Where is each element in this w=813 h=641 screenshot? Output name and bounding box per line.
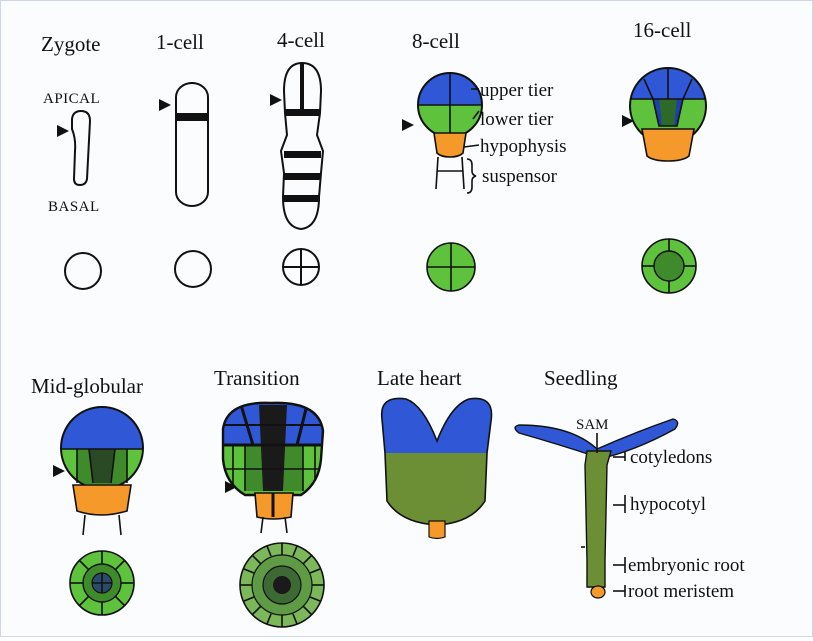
stage-label-16-cell: 16-cell: [633, 18, 691, 42]
four-cell-embryo: [281, 63, 323, 229]
label-cotyledons: cotyledons: [630, 447, 712, 468]
stage-label-zygote: Zygote: [41, 32, 100, 56]
stage-label-4-cell: 4-cell: [277, 28, 325, 52]
basal-label: BASAL: [48, 199, 100, 215]
label-sam: SAM: [576, 417, 609, 433]
stage-label-transition: Transition: [214, 366, 300, 390]
mid-globular-cross-section: [70, 551, 134, 615]
division-plane-arrow-1-cell: [159, 99, 171, 111]
zygote-cell: [72, 111, 90, 185]
division-plane-arrow-zygote: [57, 125, 69, 137]
stage-label-seedling: Seedling: [544, 366, 618, 390]
four-cell-cross-section: [283, 249, 319, 285]
hypophysis-leader: [464, 145, 479, 147]
mid-globular-embryo: [59, 405, 145, 535]
division-plane-arrow-8-cell: [402, 119, 414, 131]
label-embryonic-root: embryonic root: [628, 555, 745, 576]
label-hypophysis: hypophysis: [480, 136, 567, 157]
label-hypocotyl: hypocotyl: [630, 494, 706, 515]
stage-label-8-cell: 8-cell: [412, 29, 460, 53]
label-root-meristem: root meristem: [628, 581, 734, 602]
division-plane-arrow-4-cell: [270, 94, 282, 106]
stage-label-mid-globular: Mid-globular: [31, 374, 143, 398]
label-upper-tier: upper tier: [480, 80, 554, 101]
eight-cell-cross-section: [427, 243, 475, 291]
transition-embryo: [221, 399, 327, 533]
apical-label: APICAL: [43, 91, 100, 107]
division-plane-arrow-mid-globular: [53, 465, 65, 477]
sixteen-cell-embryo: [628, 66, 708, 161]
suspensor-brace: [467, 159, 476, 193]
one-cell-cross-section: [175, 251, 211, 287]
late-heart-embryo: [382, 398, 492, 538]
sixteen-cell-cross-section: [642, 239, 696, 293]
stage-label-late-heart: Late heart: [377, 366, 462, 390]
one-cell-embryo: [176, 83, 208, 206]
zygote-cross-section: [65, 253, 101, 289]
stage-label-1-cell: 1-cell: [156, 30, 204, 54]
transition-cross-section: [240, 543, 324, 627]
label-lower-tier: lower tier: [480, 109, 554, 130]
label-suspensor: suspensor: [482, 166, 558, 187]
